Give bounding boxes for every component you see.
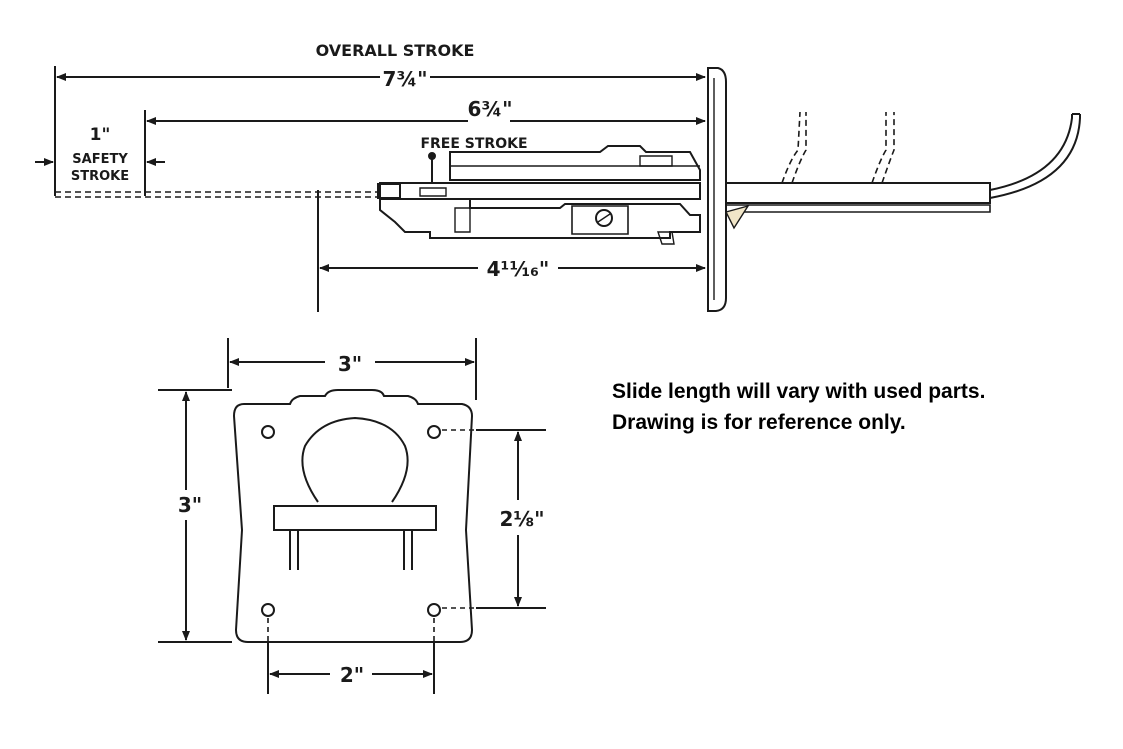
front-plate	[707, 67, 727, 312]
coin-guide-1-a	[781, 111, 801, 184]
side-view	[35, 66, 1081, 312]
slide-bar-end	[377, 183, 401, 199]
wire-inner	[989, 114, 1081, 199]
safety-stroke-value: 1"	[90, 125, 111, 145]
mount-hole-bottom-right	[427, 603, 441, 617]
coin-guide-2-b	[881, 112, 895, 184]
mount-hole-top-left	[261, 425, 275, 439]
slide-screw	[595, 209, 613, 227]
note-line-2: Drawing is for reference only.	[612, 411, 906, 434]
coin-guide-2-a	[871, 112, 887, 184]
wire-outer	[989, 114, 1073, 191]
height-value: 3"	[178, 493, 202, 517]
mount-hole-bottom-left	[261, 603, 275, 617]
slide-screw-plate	[571, 205, 629, 235]
screw-slot	[597, 213, 611, 223]
carriage-latch	[639, 155, 673, 167]
lower-slot	[454, 207, 471, 233]
hole-vertical-value: 2⅛"	[499, 507, 544, 531]
plate-bracket	[724, 204, 750, 230]
slide-top-carriage	[449, 145, 701, 181]
overall-stroke-label: OVERALL STROKE	[316, 41, 475, 60]
pin-block	[419, 187, 447, 197]
mount-hole-top-right	[427, 425, 441, 439]
free-stroke-value: 6¾"	[467, 97, 512, 121]
width-value: 3"	[338, 352, 362, 376]
slide-bar	[379, 182, 701, 200]
front-view	[158, 338, 546, 694]
mounting-plate	[232, 389, 474, 643]
free-stroke-label: FREE STROKE	[420, 136, 527, 152]
coin-guide-1-b	[791, 112, 807, 184]
lower-tab	[657, 231, 675, 245]
coin-opening	[301, 416, 409, 503]
slide-lower-body	[379, 198, 701, 239]
coin-bar	[273, 505, 437, 531]
slide-pin-head	[428, 152, 436, 160]
hole-horizontal-value: 2"	[340, 663, 364, 687]
safety-stroke-label-1: SAFETY	[72, 152, 128, 167]
body-length-value: 4¹¹⁄₁₆"	[487, 257, 550, 281]
overall-stroke-value: 7¾"	[382, 67, 427, 91]
reference-note: Slide length will vary with used parts. …	[612, 376, 985, 438]
rear-rail-bottom	[726, 204, 991, 213]
note-line-1: Slide length will vary with used parts.	[612, 380, 986, 403]
safety-stroke-label-2: STROKE	[71, 169, 129, 184]
rear-rail	[726, 182, 991, 204]
